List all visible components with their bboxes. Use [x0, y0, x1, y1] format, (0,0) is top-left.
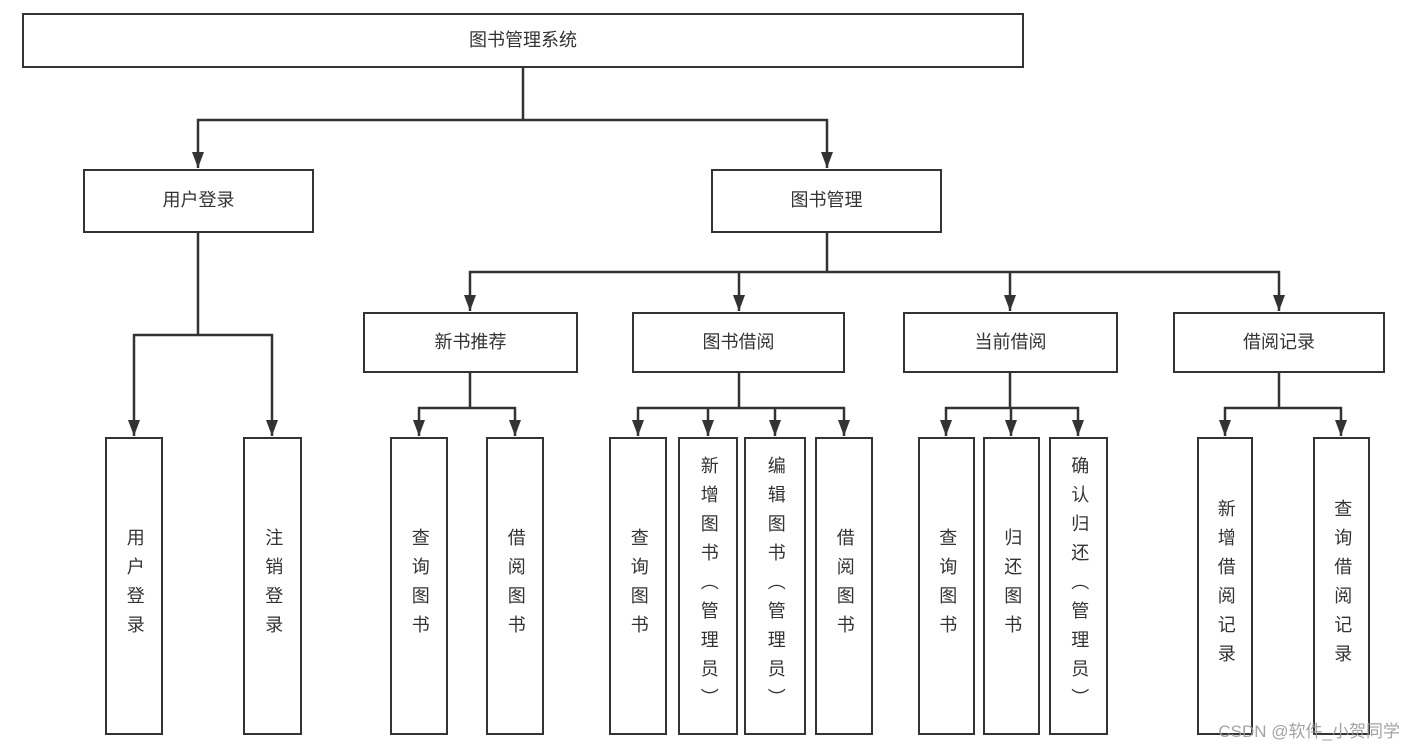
- node-borrow-records: 借阅记录: [1173, 312, 1385, 373]
- leaf-query-books-recommend: 查询图书: [390, 437, 448, 735]
- node-new-book-recommend: 新书推荐: [363, 312, 578, 373]
- watermark: CSDN @软件_小贺同学: [1218, 722, 1400, 741]
- node-book-management: 图书管理: [711, 169, 942, 233]
- leaf-add-borrow-record: 新增借阅记录: [1197, 437, 1253, 735]
- node-current-borrow: 当前借阅: [903, 312, 1118, 373]
- leaf-query-borrow-record: 查询借阅记录: [1313, 437, 1370, 735]
- node-library-management-system: 图书管理系统: [22, 13, 1024, 68]
- leaf-return-books: 归还图书: [983, 437, 1040, 735]
- leaf-borrow-books: 借阅图书: [815, 437, 873, 735]
- leaf-borrow-books-recommend: 借阅图书: [486, 437, 544, 735]
- leaf-query-books-current: 查询图书: [918, 437, 975, 735]
- leaf-user-login: 用户登录: [105, 437, 163, 735]
- node-user-login: 用户登录: [83, 169, 314, 233]
- leaf-logout: 注销登录: [243, 437, 302, 735]
- node-book-borrow: 图书借阅: [632, 312, 845, 373]
- leaf-query-books-borrow: 查询图书: [609, 437, 667, 735]
- leaf-edit-books-admin: 编辑图书（管理员）: [744, 437, 806, 735]
- leaf-confirm-return-admin: 确认归还（管理员）: [1049, 437, 1108, 735]
- leaf-add-books-admin: 新增图书（管理员）: [678, 437, 738, 735]
